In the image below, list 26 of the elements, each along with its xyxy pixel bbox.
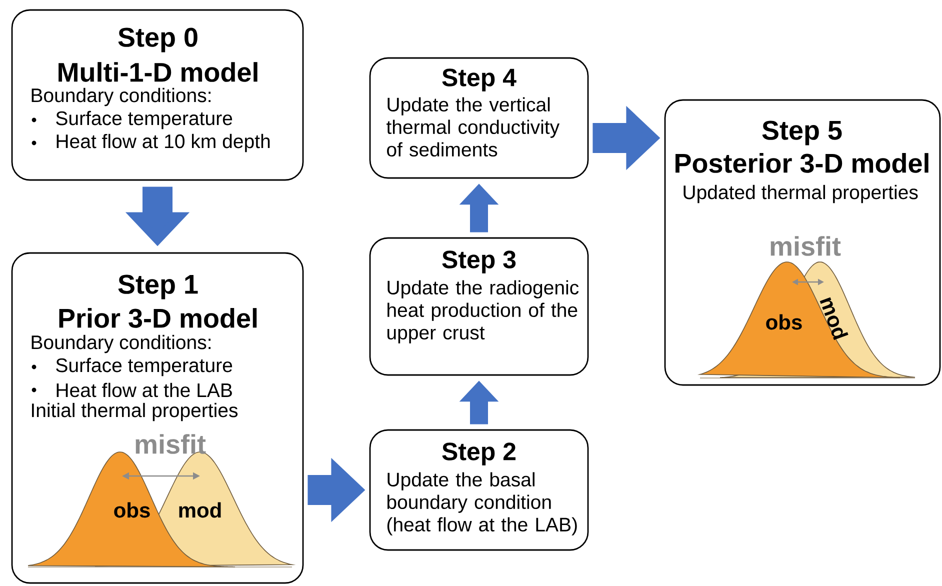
bullet-text: Surface temperature <box>56 110 232 130</box>
bullet-text: Surface temperature <box>56 358 232 376</box>
box-text: Update the basal boundary condition (heat flow at the LAB) <box>387 472 577 536</box>
misfit-label: misfit <box>136 434 206 454</box>
misfit-label: misfit <box>770 236 841 256</box>
step-heading: Multi-1-D model <box>58 62 258 82</box>
step-heading: Prior 3-D model <box>59 308 257 328</box>
bullet-text: Heat flow at the LAB <box>56 382 232 398</box>
step-heading: Step 0 <box>118 28 198 52</box>
bullet-text: Heat flow at 10 km depth <box>56 134 270 152</box>
step-heading: Step 2 <box>442 442 516 466</box>
box-text: Update the vertical thermal conductivity of sediments <box>386 97 560 157</box>
box-text: Updated thermal properties <box>684 184 918 204</box>
step-heading: Step 3 <box>442 250 516 274</box>
box-text: Initial thermal properties <box>32 402 238 422</box>
curve-label: mod <box>820 297 848 340</box>
curve-label: obs <box>114 502 150 518</box>
box-text: Update the radiogenic heat production of the upper crust <box>387 280 579 344</box>
step-heading: Step 5 <box>762 120 842 146</box>
step-heading: Posterior 3-D model <box>676 153 928 173</box>
box-text: Boundary conditions: <box>32 88 210 106</box>
curve-label: obs <box>766 314 802 330</box>
step-heading: Step 4 <box>442 68 516 92</box>
box-text: Boundary conditions: <box>32 334 210 354</box>
step-heading: Step 1 <box>118 274 198 300</box>
curve-label: mod <box>179 502 221 518</box>
